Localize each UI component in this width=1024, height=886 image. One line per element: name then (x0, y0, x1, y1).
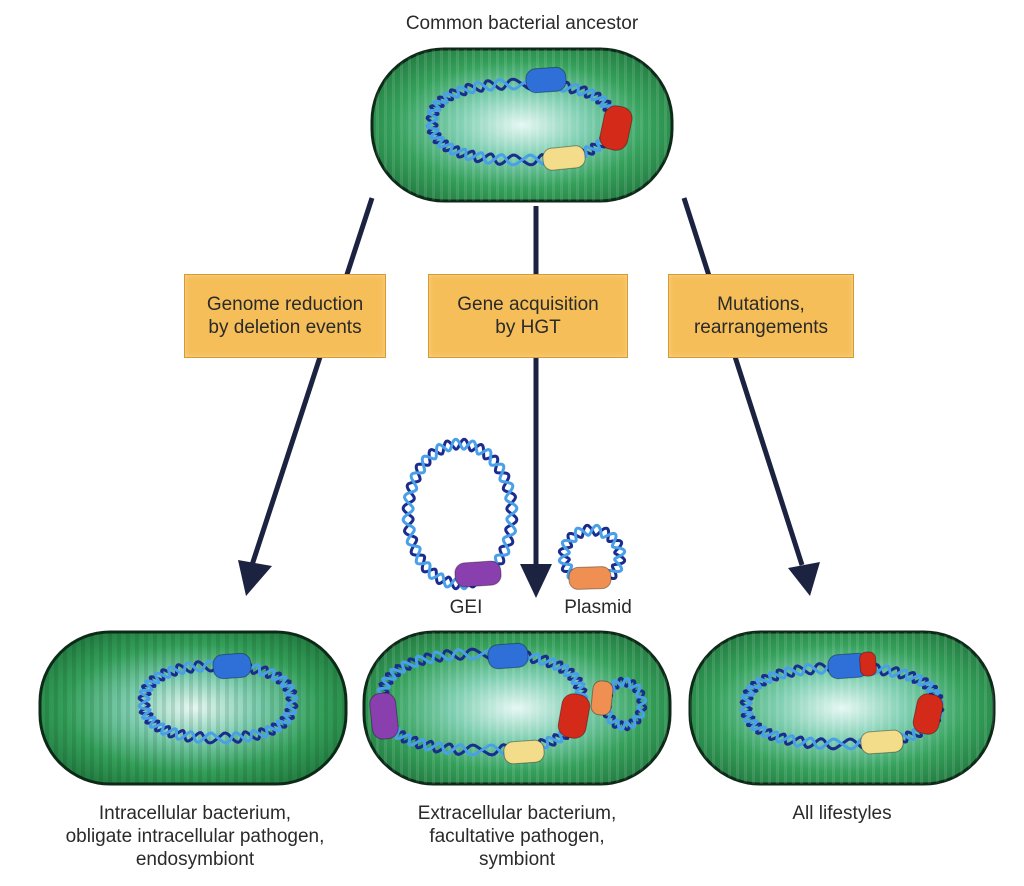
process-box-line: Mutations, (717, 294, 805, 315)
gene-red-tip (859, 651, 877, 677)
gene-layer (212, 66, 944, 765)
ancestor-cell (370, 47, 674, 203)
gene-blue (525, 66, 567, 94)
arrow-middle-head (520, 564, 552, 598)
process-box-mutations: Mutations, rearrangements (668, 274, 854, 358)
arrows (238, 197, 820, 598)
ancestor-title: Common bacterial ancestor (405, 13, 639, 34)
process-box-line: rearrangements (693, 317, 829, 338)
process-box-genome-reduction: Genome reduction by deletion events (184, 274, 386, 358)
process-box-gene-acquisition: Gene acquisition by HGT (428, 274, 628, 358)
process-box-line: by HGT (495, 317, 561, 338)
process-box-line: Gene acquisition (457, 294, 599, 315)
gene-orange (590, 680, 614, 716)
outcome-line: obligate intracellular pathogen, (65, 826, 325, 847)
gene-blue (212, 652, 252, 680)
arrow-left (249, 197, 375, 566)
gene-yellow (860, 729, 904, 755)
gene-yellow (503, 739, 545, 765)
gene-blue (487, 642, 529, 670)
arrow-right (681, 197, 805, 566)
gene-red (557, 693, 591, 739)
gene-yellow (542, 145, 586, 171)
outcome-intracellular: Intracellular bacterium, obligate intrac… (10, 802, 380, 871)
all-lifestyles-cell (688, 630, 996, 786)
outcome-all-lifestyles: All lifestyles (690, 802, 994, 825)
arrow-left-head (238, 560, 272, 596)
gene-red (599, 105, 633, 151)
gei-label: GEI (449, 597, 483, 618)
dna-strand (137, 659, 299, 745)
extracellular-cell (362, 630, 672, 786)
outcome-line: Extracellular bacterium, (417, 803, 617, 824)
gene-red (912, 693, 944, 735)
process-box-line: by deletion events (208, 317, 362, 338)
gene-purple (454, 560, 502, 588)
intracellular-chromosome (137, 659, 299, 745)
arrow-right-head (788, 562, 820, 596)
gene-purple (369, 692, 399, 740)
process-box-line: Genome reduction (206, 294, 364, 315)
outcome-line: facultative pathogen, (429, 826, 605, 847)
outcome-line: All lifestyles (792, 803, 892, 824)
outcome-line: Intracellular bacterium, (98, 803, 292, 824)
outcome-line: symbiont (478, 849, 556, 870)
intracellular-cell (38, 630, 348, 786)
outcome-line: endosymbiont (135, 849, 255, 870)
plasmid-label: Plasmid (564, 597, 632, 618)
gene-orange (568, 566, 612, 590)
outcome-extracellular: Extracellular bacterium, facultative pat… (350, 802, 684, 871)
